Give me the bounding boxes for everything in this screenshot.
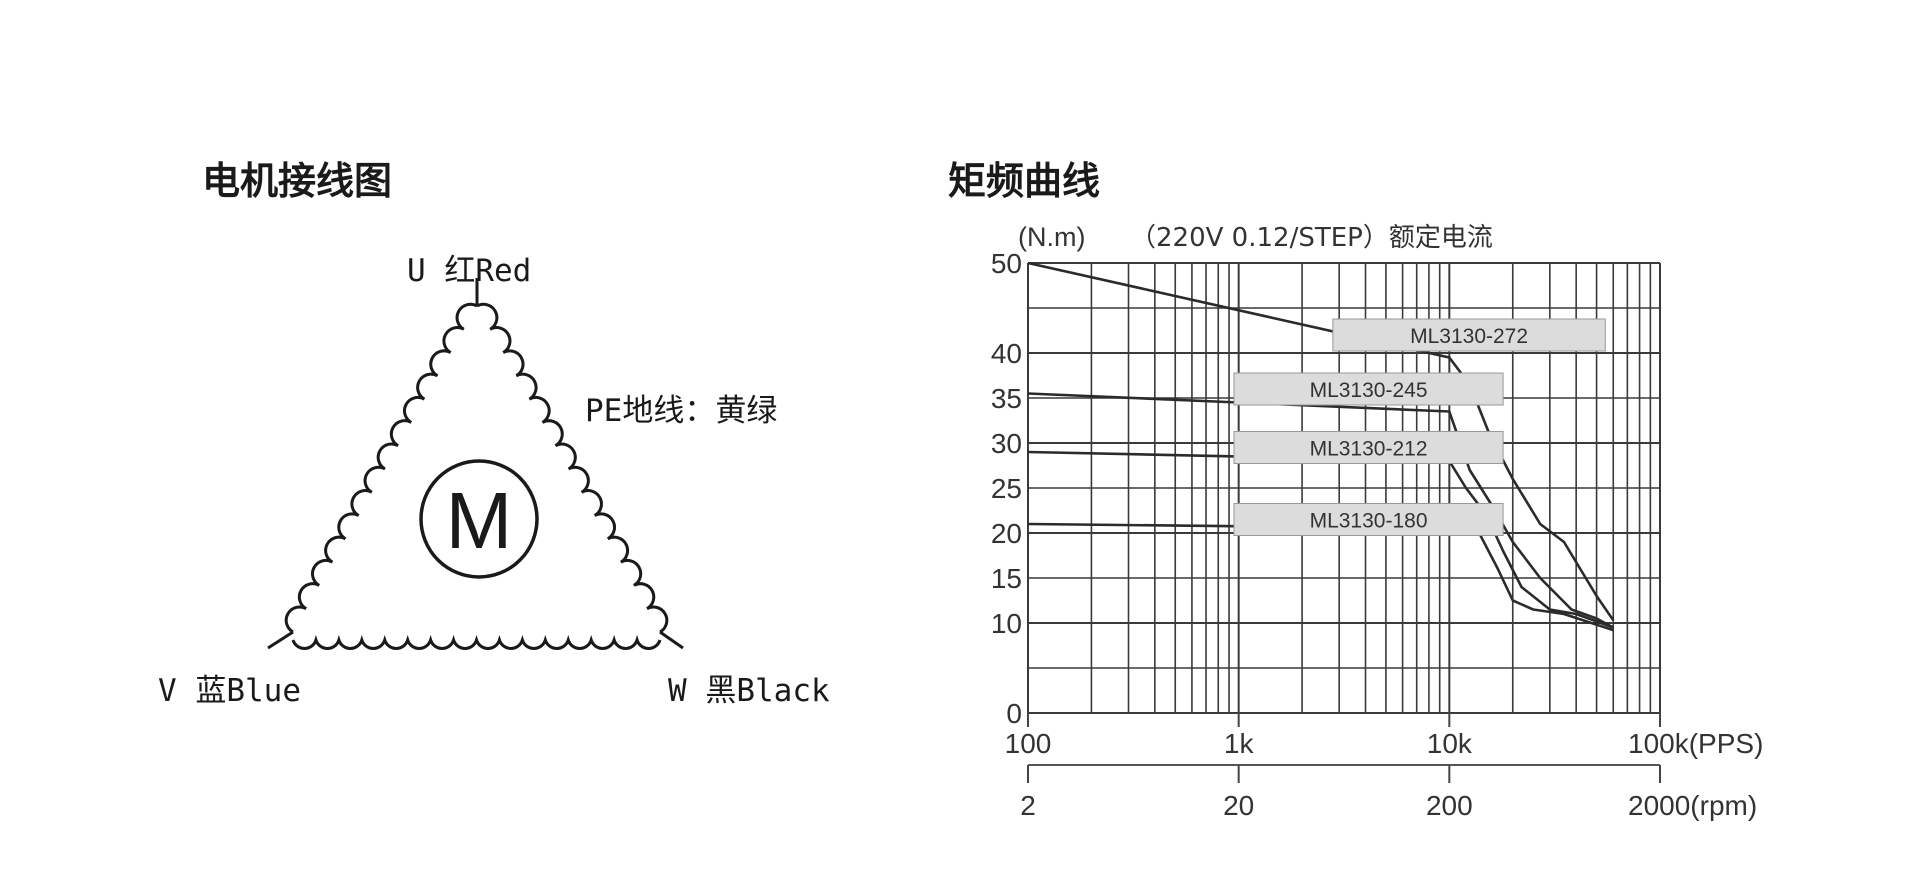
y-tick-label: 0	[1006, 698, 1022, 729]
v-terminal-label: V 蓝Blue	[158, 673, 301, 709]
series-line-ml3130-272	[1027, 261, 1615, 622]
right-winding-coil	[476, 302, 669, 634]
w-lead-wire	[659, 630, 684, 650]
x-tick-label: 1k	[1224, 728, 1255, 759]
series-label-box	[1233, 372, 1504, 406]
y-axis-label: (N.m)	[1018, 222, 1085, 252]
secondary-x-tick-label: 2000(rpm)	[1628, 790, 1757, 821]
pe-ground-label: PE地线：黄绿	[585, 393, 778, 429]
motor-circle	[419, 459, 539, 579]
secondary-x-tick-label: 2	[1020, 790, 1036, 821]
series-label-box	[1233, 431, 1504, 464]
x-axis-ticks: 100 1k 10k 100k(PPS) 2 20 200 2000(rpm)	[1005, 713, 1763, 821]
series-line-ml3130-180	[1027, 522, 1614, 632]
u-terminal-label: U 红Red	[407, 253, 532, 289]
motor-symbol: M	[446, 476, 513, 565]
y-tick-label: 10	[991, 608, 1022, 639]
y-tick-label: 50	[991, 248, 1022, 279]
series-line-ml3130-212	[1027, 450, 1614, 629]
w-terminal-label: W 黑Black	[668, 673, 830, 709]
y-tick-label: 15	[991, 563, 1022, 594]
series-label-text: ML3130-272	[1410, 325, 1528, 348]
v-lead-wire	[267, 630, 294, 650]
wiring-diagram: M	[267, 278, 684, 650]
wiring-diagram-title: 电机接线图	[202, 159, 393, 203]
y-tick-label: 35	[991, 383, 1022, 414]
bottom-winding-coil	[291, 634, 662, 650]
series-label-box	[1332, 318, 1606, 352]
secondary-x-tick-label: 200	[1426, 790, 1473, 821]
y-tick-label: 40	[991, 338, 1022, 369]
series-label-box	[1233, 503, 1504, 536]
chart-title: 矩频曲线	[948, 159, 1101, 203]
x-tick-label: 100k(PPS)	[1628, 728, 1763, 759]
y-tick-label: 20	[991, 518, 1022, 549]
series-label-text: ML3130-212	[1310, 438, 1428, 461]
x-tick-label: 10k	[1427, 728, 1473, 759]
y-tick-label: 30	[991, 428, 1022, 459]
secondary-x-tick-label: 20	[1223, 790, 1254, 821]
chart-subtitle: （220V 0.12/STEP）额定电流	[1130, 223, 1493, 253]
series-label-text: ML3130-180	[1310, 510, 1428, 533]
x-tick-label: 100	[1005, 728, 1052, 759]
left-winding-coil	[284, 302, 478, 634]
y-tick-label: 25	[991, 473, 1022, 504]
series-label-text: ML3130-245	[1310, 379, 1428, 402]
y-axis-ticks: 0 10 15 20 25 30 35 40 50	[991, 248, 1022, 729]
